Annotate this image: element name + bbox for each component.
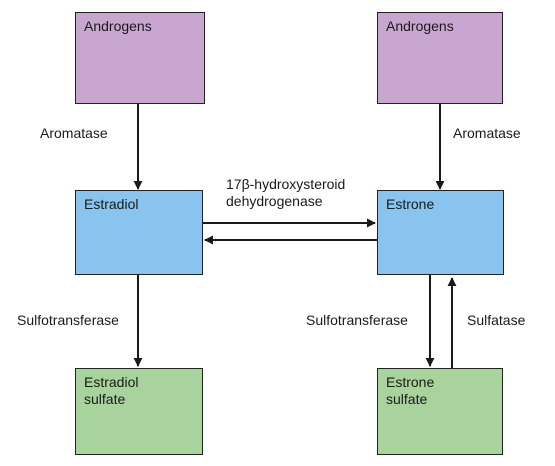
sulfotransferase-left-label: Sulfotransferase: [17, 312, 119, 328]
aromatase-left-label: Aromatase: [40, 125, 108, 141]
estradiol-label: Estradiol: [84, 196, 139, 212]
estradiol-sulfate-label: Estradiol sulfate: [84, 374, 139, 407]
aromatase-right-label: Aromatase: [453, 125, 521, 141]
estrone-label: Estrone: [386, 196, 435, 212]
androgens-right-box: Androgens: [377, 12, 503, 104]
hsd17b-label: 17β-hydroxysteroid dehydrogenase: [226, 176, 346, 209]
androgens-left-box: Androgens: [75, 12, 205, 104]
estradiol-sulfate-box: Estradiol sulfate: [75, 368, 203, 455]
estrone-sulfate-label: Estrone sulfate: [386, 374, 435, 407]
androgens-right-label: Androgens: [386, 18, 454, 34]
sulfatase-label: Sulfatase: [467, 312, 526, 328]
estradiol-box: Estradiol: [75, 190, 203, 275]
estrone-box: Estrone: [377, 190, 504, 275]
estrone-sulfate-box: Estrone sulfate: [377, 368, 503, 455]
androgens-left-label: Androgens: [84, 18, 152, 34]
sulfotransferase-right-label: Sulfotransferase: [306, 312, 408, 328]
